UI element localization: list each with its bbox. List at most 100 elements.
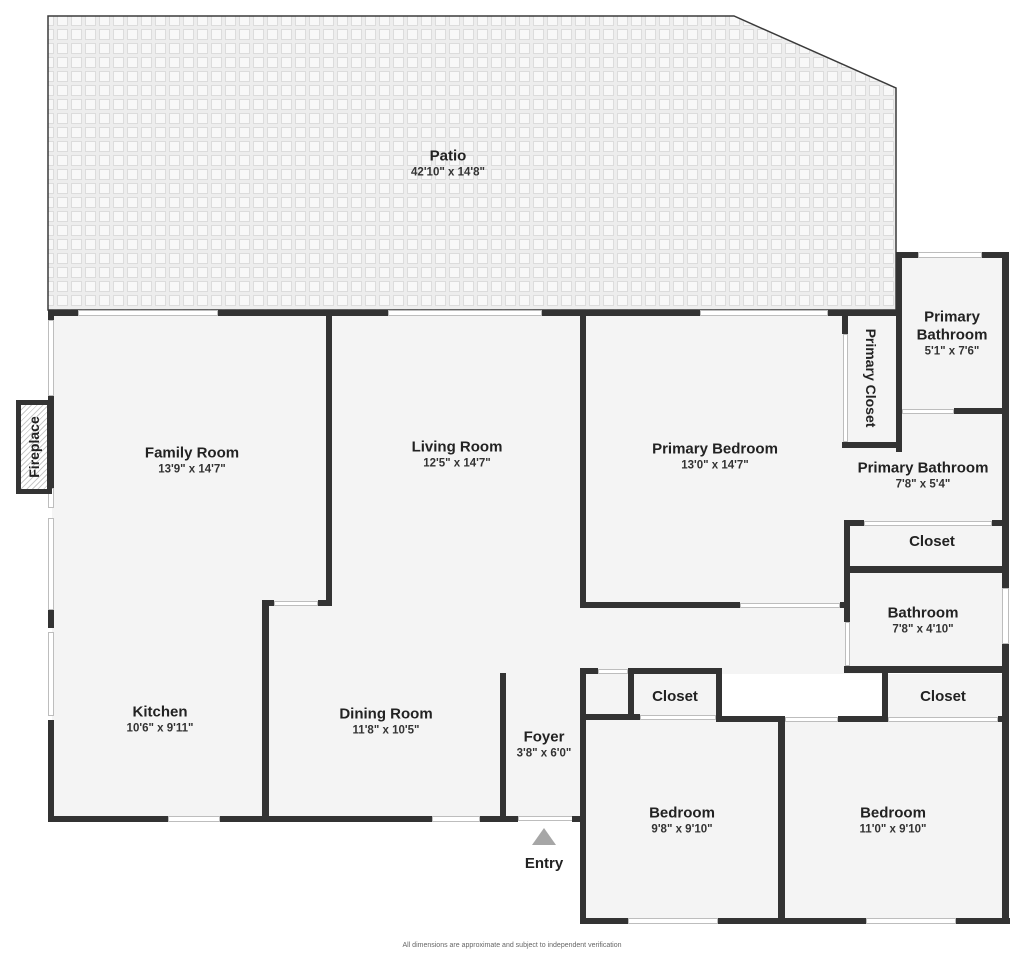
wall bbox=[628, 668, 634, 720]
doorway bbox=[785, 717, 838, 722]
room-dimensions: 10'6" x 9'11" bbox=[126, 722, 194, 735]
wall bbox=[48, 720, 54, 822]
wall bbox=[844, 566, 850, 622]
wall bbox=[220, 816, 432, 822]
wall bbox=[992, 520, 1008, 526]
room-name: Primary bbox=[924, 308, 980, 326]
wall bbox=[982, 252, 1008, 258]
room-name: Closet bbox=[909, 533, 955, 550]
room-label-closet-1: Closet bbox=[909, 533, 955, 551]
room-label-family-room: Family Room 13'9" x 14'7" bbox=[145, 445, 239, 478]
wall bbox=[882, 666, 888, 722]
wall bbox=[262, 600, 269, 822]
room-name: Bathroom bbox=[916, 326, 988, 344]
room-label-bedroom-2: Bedroom 11'0" x 9'10" bbox=[860, 805, 927, 838]
room-name: Bathroom bbox=[887, 604, 959, 622]
doorway bbox=[598, 669, 628, 674]
room-dimensions: 9'8" x 9'10" bbox=[651, 823, 713, 836]
wall bbox=[1002, 252, 1009, 588]
wall bbox=[480, 816, 518, 822]
window bbox=[918, 252, 982, 258]
wall bbox=[718, 918, 866, 924]
room-label-kitchen: Kitchen 10'6" x 9'11" bbox=[127, 704, 194, 737]
wall bbox=[838, 716, 888, 722]
wall bbox=[1002, 644, 1009, 924]
room-dimensions: 13'0" x 14'7" bbox=[681, 459, 749, 472]
room-name: Living Room bbox=[411, 438, 503, 456]
room-label-dining-room: Dining Room 11'8" x 10'5" bbox=[339, 706, 432, 739]
room-dimensions: 11'8" x 10'5" bbox=[352, 724, 420, 737]
room-label-foyer: Foyer 3'8" x 6'0" bbox=[517, 729, 572, 762]
wall bbox=[896, 252, 902, 452]
wall bbox=[844, 566, 1008, 573]
room-dimensions: 12'5" x 14'7" bbox=[423, 457, 491, 470]
room-name: Family Room bbox=[144, 444, 240, 462]
patio-door bbox=[388, 310, 542, 316]
room-name: Primary Bathroom bbox=[857, 459, 989, 477]
wall bbox=[842, 442, 902, 448]
doorway bbox=[740, 603, 840, 608]
room-name: Dining Room bbox=[339, 705, 433, 723]
wall bbox=[722, 716, 784, 722]
wall bbox=[998, 716, 1008, 722]
fireplace bbox=[16, 400, 52, 494]
window bbox=[432, 816, 480, 822]
room-label-patio: Patio 42'10" x 14'8" bbox=[411, 148, 485, 181]
room-dimensions: 42'10" x 14'8" bbox=[411, 166, 485, 179]
wall bbox=[48, 310, 54, 320]
wall bbox=[218, 310, 388, 316]
room-label-closet-2: Closet bbox=[652, 688, 698, 706]
doorway bbox=[888, 717, 998, 722]
room-name: Bedroom bbox=[860, 804, 926, 822]
doorway bbox=[902, 409, 954, 414]
doorway bbox=[274, 601, 318, 606]
wall bbox=[778, 716, 785, 924]
wall bbox=[580, 668, 598, 674]
wall bbox=[896, 252, 918, 258]
wall bbox=[542, 310, 700, 316]
wall bbox=[896, 408, 902, 448]
room-label-closet-3: Closet bbox=[920, 688, 966, 706]
wall bbox=[628, 668, 722, 674]
doorway bbox=[864, 521, 992, 526]
wall bbox=[48, 610, 54, 628]
wall bbox=[954, 408, 1008, 414]
floor-primary-bath-2 bbox=[846, 414, 1004, 522]
floor-closet-1 bbox=[846, 522, 1004, 570]
footer-disclaimer: All dimensions are approximate and subje… bbox=[402, 942, 622, 949]
wall bbox=[844, 520, 864, 526]
window bbox=[1002, 588, 1009, 644]
floor-hall bbox=[582, 604, 882, 674]
room-name: Closet bbox=[920, 688, 966, 705]
floor-bedroom-2 bbox=[782, 720, 1004, 920]
room-name: Closet bbox=[652, 688, 698, 705]
room-dimensions: 13'9" x 14'7" bbox=[158, 463, 226, 476]
floor-main bbox=[52, 314, 582, 816]
doorway bbox=[843, 334, 848, 442]
room-name: Patio bbox=[429, 147, 467, 165]
fireplace-label: Fireplace bbox=[26, 416, 42, 478]
wall bbox=[844, 520, 850, 576]
window bbox=[866, 918, 956, 924]
wall bbox=[318, 600, 332, 606]
entry-arrow-icon bbox=[532, 828, 556, 845]
wall bbox=[500, 673, 506, 819]
room-dimensions: 7'8" x 4'10" bbox=[892, 623, 954, 636]
wall bbox=[956, 918, 1010, 924]
room-label-bathroom: Bathroom 7'8" x 4'10" bbox=[888, 605, 959, 638]
room-label-bedroom-1: Bedroom 9'8" x 9'10" bbox=[649, 805, 715, 838]
entry-text: Entry bbox=[524, 855, 564, 872]
floor-primary-bath-1 bbox=[898, 258, 1004, 414]
doorway bbox=[640, 715, 716, 720]
wall bbox=[48, 310, 78, 316]
wall bbox=[48, 816, 168, 822]
wall bbox=[572, 816, 586, 822]
floor-primary-bedroom bbox=[582, 314, 846, 604]
wall bbox=[580, 918, 628, 924]
window bbox=[168, 816, 220, 822]
room-label-primary-closet: Primary Closet bbox=[863, 328, 879, 428]
entry-label: Entry bbox=[525, 855, 563, 873]
window bbox=[48, 518, 54, 610]
